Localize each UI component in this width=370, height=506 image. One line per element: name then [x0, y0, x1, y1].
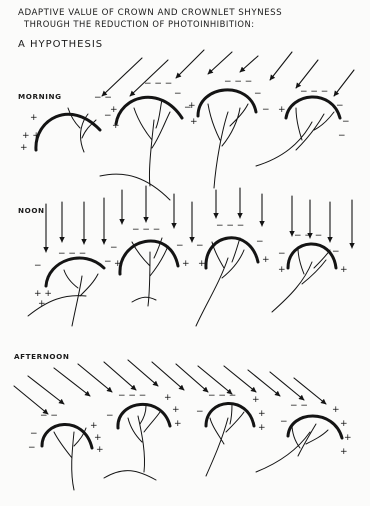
svg-text:− − −: − − −: [224, 77, 252, 87]
svg-text:+: +: [278, 265, 286, 275]
noon-tree-2: − − − − − + +: [110, 225, 190, 306]
svg-text:+: +: [20, 143, 28, 153]
svg-text:−: −: [110, 243, 118, 253]
svg-text:+: +: [110, 105, 118, 115]
svg-text:+: +: [278, 105, 286, 115]
svg-text:+: +: [190, 117, 198, 127]
svg-text:− − −: − − −: [216, 221, 244, 231]
morning-panel: − − − + + + + − − − − − + + − −: [20, 50, 354, 200]
noon-tree-4: − − − − − + +: [272, 231, 348, 312]
svg-text:+ +: + +: [34, 289, 52, 299]
svg-text:+: +: [340, 265, 348, 275]
panel-label-morning: MORNING: [18, 92, 62, 101]
svg-text:+: +: [340, 447, 348, 457]
svg-text:−: −: [336, 101, 344, 111]
svg-text:− −: − −: [40, 411, 58, 421]
svg-text:−: −: [196, 241, 204, 251]
svg-text:+: +: [188, 101, 196, 111]
morning-tree-1: − − − + + + +: [20, 93, 112, 153]
svg-text:−: −: [280, 417, 288, 427]
svg-text:− −: − −: [290, 401, 308, 411]
afternoon-panel: − − − − + + + − − − − + + +: [14, 360, 352, 490]
svg-text:+: +: [94, 433, 102, 443]
svg-text:−: −: [262, 105, 270, 115]
svg-text:+ +: + +: [22, 131, 40, 141]
svg-text:+: +: [172, 405, 180, 415]
afternoon-sun-arrows: [14, 360, 326, 414]
svg-text:−: −: [342, 117, 350, 127]
morning-tree-3: − − − − − + +: [188, 77, 270, 188]
noon-panel: − − − − − + + + − − − − − + + −: [28, 186, 352, 326]
svg-text:−: −: [256, 237, 264, 247]
svg-text:−: −: [174, 89, 182, 99]
panel-label-afternoon: AFTERNOON: [14, 352, 69, 361]
figure-title: ADAPTIVE VALUE OF CROWN AND CROWNLET SHY…: [18, 8, 363, 30]
svg-text:−: −: [332, 247, 340, 257]
morning-tree-4: − − − − − − +: [256, 87, 350, 166]
svg-text:+: +: [164, 393, 172, 403]
svg-text:−: −: [254, 89, 262, 99]
figure-subtitle: A HYPOTHESIS: [18, 39, 103, 50]
svg-text:− − −: − − −: [208, 391, 236, 401]
svg-text:+: +: [90, 421, 98, 431]
figure-title-line-1: ADAPTIVE VALUE OF CROWN AND CROWNLET SHY…: [18, 8, 363, 19]
svg-text:− − −: − − −: [294, 231, 322, 241]
figure-title-line-2: THROUGH THE REDUCTION OF PHOTOINHIBITION…: [18, 19, 363, 30]
svg-text:−: −: [278, 249, 286, 259]
svg-text:+: +: [198, 259, 206, 269]
afternoon-tree-1: − − − − + + +: [28, 411, 104, 490]
svg-text:− − −: − − −: [118, 391, 146, 401]
svg-text:−: −: [30, 429, 38, 439]
svg-text:+: +: [30, 113, 38, 123]
svg-text:+: +: [332, 405, 340, 415]
svg-text:+: +: [252, 395, 260, 405]
svg-text:+: +: [258, 423, 266, 433]
svg-text:+: +: [344, 433, 352, 443]
svg-text:−: −: [196, 407, 204, 417]
afternoon-tree-4: − − − + + + +: [256, 401, 352, 472]
svg-text:−: −: [28, 443, 36, 453]
afternoon-tree-3: − − − − + + +: [196, 391, 266, 476]
morning-tree-2: − − − − − + +: [100, 79, 192, 200]
svg-text:−: −: [338, 131, 346, 141]
svg-text:−: −: [106, 411, 114, 421]
svg-text:−: −: [176, 241, 184, 251]
svg-text:+: +: [182, 259, 190, 269]
svg-text:− − −: − − −: [300, 87, 328, 97]
svg-text:+: +: [96, 445, 104, 455]
afternoon-tree-2: − − − − + + +: [104, 391, 182, 480]
panel-label-noon: NOON: [18, 206, 45, 215]
svg-text:+: +: [112, 121, 120, 131]
svg-text:−: −: [104, 257, 112, 267]
noon-tree-3: − − − − − + +: [196, 221, 270, 326]
svg-text:− −: − −: [94, 93, 112, 103]
svg-text:− − −: − − −: [132, 225, 160, 235]
svg-text:+: +: [258, 409, 266, 419]
svg-text:+: +: [340, 419, 348, 429]
svg-text:+: +: [114, 259, 122, 269]
svg-text:+: +: [174, 419, 182, 429]
noon-tree-1: − − − − − + + +: [28, 249, 112, 326]
svg-text:+: +: [262, 255, 270, 265]
svg-text:− − −: − − −: [144, 79, 172, 89]
svg-text:− − −: − − −: [58, 249, 86, 259]
svg-text:+: +: [38, 299, 46, 309]
svg-text:−: −: [34, 261, 42, 271]
